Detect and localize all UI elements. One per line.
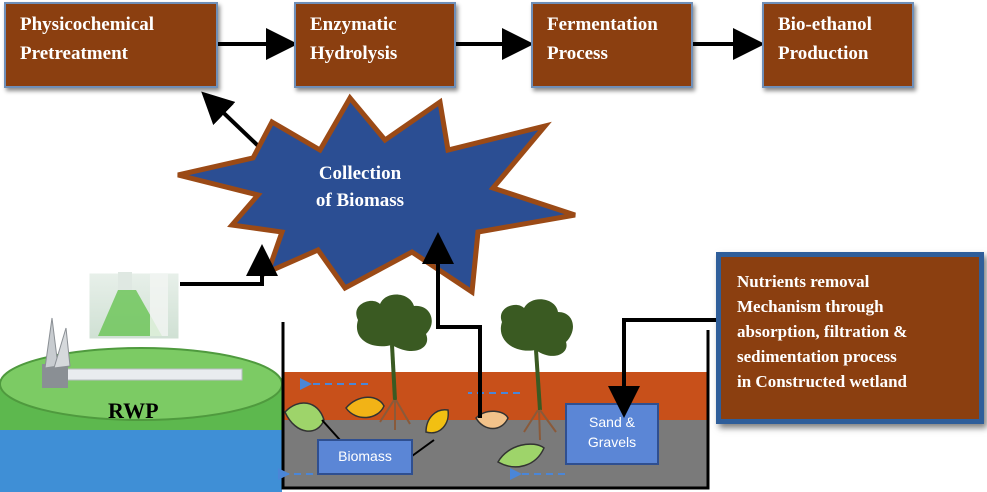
- arrow-flask-to-collection: [180, 244, 278, 286]
- step-fermentation-process: Fermentation Process: [531, 2, 693, 88]
- sand-line2: Gravels: [587, 434, 637, 450]
- rwp-pond: [0, 317, 283, 492]
- nutrients-line: Nutrients removal: [737, 272, 870, 291]
- flask-photo: [86, 270, 182, 342]
- arrow-nutrients-to-sand: [608, 318, 716, 418]
- sand-gravels-label: Sand & Gravels: [566, 412, 658, 452]
- nutrients-removal-box: Nutrients removal Mechanism through abso…: [716, 252, 984, 424]
- collection-line1: Collection: [318, 163, 402, 184]
- arrow-biomass-to-leaf: [411, 439, 435, 457]
- arrow-wetland-to-collection: [422, 232, 482, 418]
- leaf-green-bottom: [496, 443, 545, 468]
- leaf-green-left: [284, 402, 325, 432]
- arrow-leaf-to-biomass: [321, 419, 341, 441]
- nutrients-line: Mechanism through: [737, 297, 884, 316]
- rwp-label: RWP: [108, 398, 159, 423]
- sand-line1: Sand &: [589, 414, 635, 430]
- step-line1: Fermentation: [547, 14, 658, 35]
- step-enzymatic-hydrolysis: Enzymatic Hydrolysis: [294, 2, 456, 88]
- step-physicochemical-pretreatment: Physicochemical Pretreatment: [4, 2, 218, 88]
- collection-line2: of Biomass: [315, 190, 405, 211]
- step-line1: Bio-ethanol: [778, 14, 872, 35]
- step-line2: Production: [778, 43, 869, 64]
- collection-starburst: [177, 93, 576, 297]
- leaf-yellow-1: [345, 396, 385, 419]
- step-bioethanol-production: Bio-ethanol Production: [762, 2, 914, 88]
- collection-label: Collection of Biomass: [300, 160, 420, 214]
- leaf-yellow-2: [425, 409, 449, 434]
- leaf-peach: [475, 410, 509, 430]
- step-line2: Pretreatment: [20, 43, 128, 64]
- step-line1: Enzymatic: [310, 14, 397, 35]
- step-line2: Hydrolysis: [310, 43, 398, 64]
- step-line2: Process: [547, 43, 608, 64]
- step-line1: Physicochemical: [20, 14, 155, 35]
- plant-right: [500, 299, 573, 441]
- plant-left: [356, 294, 432, 430]
- biomass-box: [317, 439, 413, 475]
- sand-gravels-box: [565, 403, 659, 465]
- nutrients-line: absorption, filtration &: [737, 322, 908, 341]
- nutrients-line: sedimentation process: [737, 347, 897, 366]
- nutrients-line: in Constructed wetland: [737, 372, 908, 391]
- biomass-label: Biomass: [338, 448, 392, 464]
